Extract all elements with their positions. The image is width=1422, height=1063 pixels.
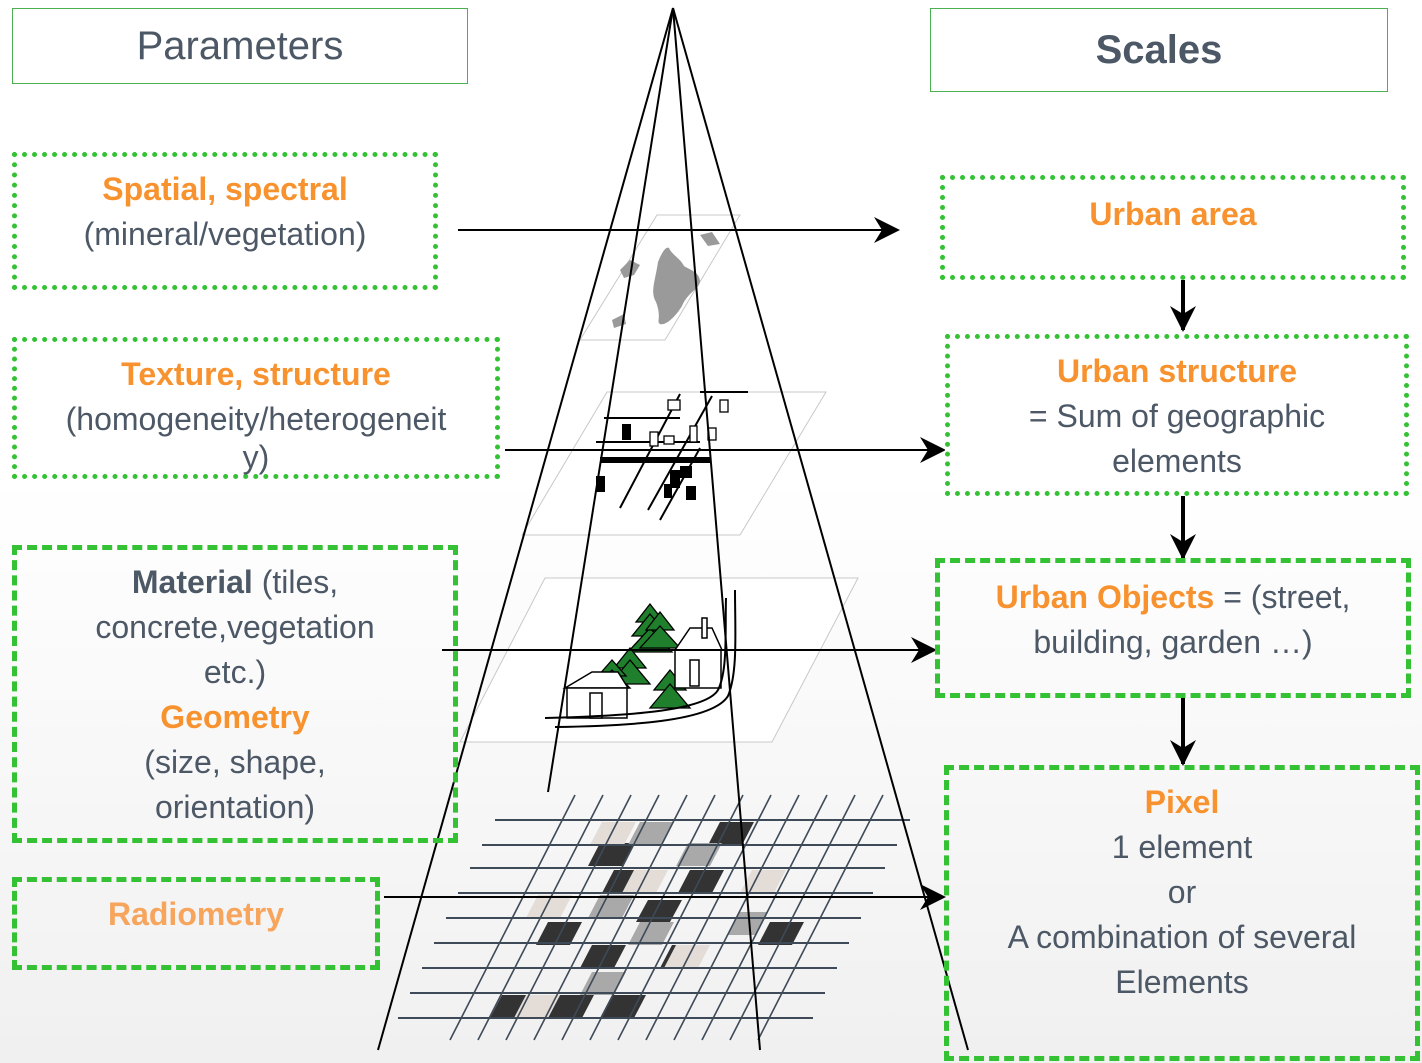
texture-box: Texture, structure (homogeneity/heteroge…: [12, 337, 500, 479]
urban-structure-box: Urban structure = Sum of geographic elem…: [945, 334, 1409, 496]
texture-sub1: (homogeneity/heterogeneit: [65, 401, 447, 437]
pixel-line3: A combination of several: [1007, 919, 1357, 955]
texture-sub2: y): [242, 439, 270, 475]
material-title-rest: (tiles,: [252, 564, 339, 600]
spectral-sub: (mineral/vegetation): [83, 216, 367, 252]
pixel-grid-layer: [398, 794, 910, 1041]
urban-area-layer: [579, 214, 741, 341]
material-line2: concrete,vegetation: [95, 609, 375, 645]
pixel-title: Pixel: [1144, 784, 1220, 820]
house-icon: [562, 617, 724, 719]
spectral-title: Spatial, spectral: [102, 171, 348, 207]
urban-objects-layer: [459, 577, 859, 743]
material-line3: etc.): [203, 654, 267, 690]
urban-structure-layer: [521, 391, 827, 536]
spectral-box: Spatial, spectral (mineral/vegetation): [12, 152, 438, 290]
geometry-title: Geometry: [160, 699, 310, 735]
geometry-line2: orientation): [154, 789, 316, 825]
geometry-line1: (size, shape,: [144, 744, 326, 780]
urban-area-title: Urban area: [1089, 196, 1257, 232]
urban-structure-line1: = Sum of geographic: [1028, 398, 1326, 434]
level-arrows: [384, 217, 946, 910]
scales-title: Scales: [1095, 27, 1223, 72]
urban-objects-line2: building, garden …): [1033, 624, 1313, 660]
parameters-title: Parameters: [136, 23, 344, 68]
urban-structure-title: Urban structure: [1056, 353, 1298, 389]
pyramid-edges: [377, 7, 969, 1051]
radiometry-box: Radiometry: [12, 877, 380, 970]
material-title: Material: [131, 564, 253, 600]
parameters-header: Parameters: [12, 8, 468, 84]
material-box: Material (tiles, concrete,vegetation etc…: [12, 545, 458, 843]
urban-objects-title: Urban Objects: [995, 579, 1215, 615]
pixel-line1: 1 element: [1111, 829, 1253, 865]
urban-area-box: Urban area: [940, 175, 1406, 280]
radiometry-title: Radiometry: [107, 896, 285, 932]
scales-header: Scales: [930, 8, 1388, 92]
pixel-line4: Elements: [1115, 964, 1249, 1000]
texture-title: Texture, structure: [121, 356, 391, 392]
urban-objects-box: Urban Objects = (street, building, garde…: [935, 558, 1411, 698]
urban-structure-line2: elements: [1112, 443, 1242, 479]
urban-objects-title-rest: = (street,: [1214, 579, 1351, 615]
pixel-line2: or: [1167, 874, 1197, 910]
urban-area-blob: [612, 232, 720, 328]
pixel-box: Pixel 1 element or A combination of seve…: [944, 765, 1420, 1061]
